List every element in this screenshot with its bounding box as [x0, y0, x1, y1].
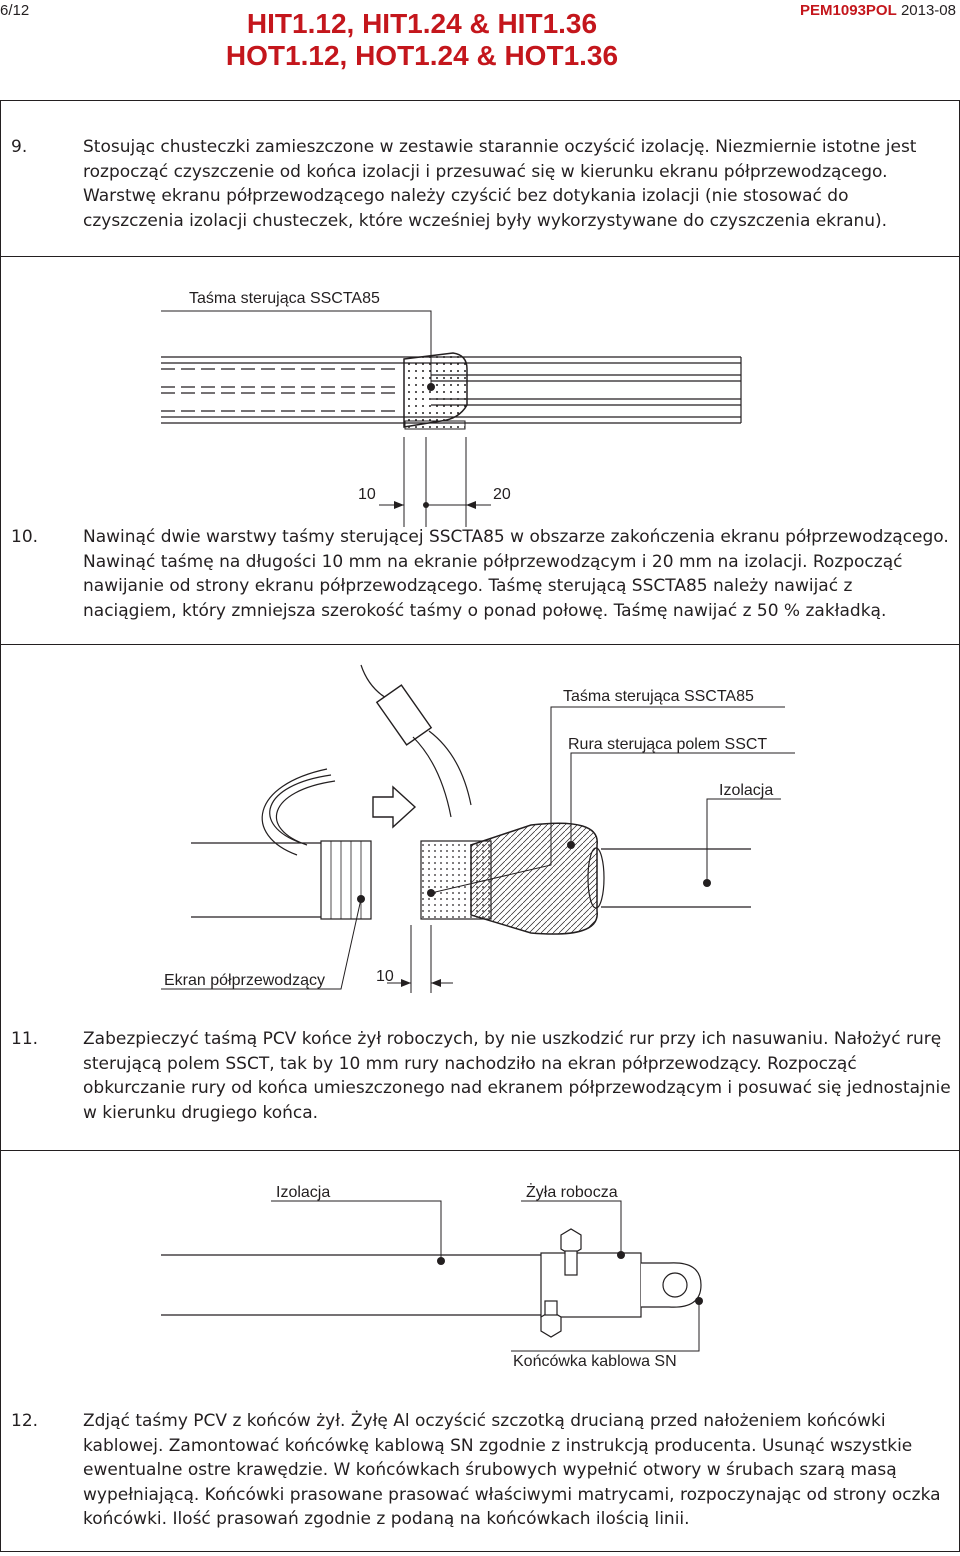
- label-insulation-2: Izolacja: [276, 1184, 330, 1201]
- label-lug: Końcówka kablowa SN: [513, 1353, 677, 1370]
- label-conductor: Żyła robocza: [526, 1182, 618, 1201]
- dim-20: 20: [493, 486, 511, 503]
- step-12-number: 12.: [11, 1411, 39, 1431]
- doc-code: PEM1093POL 2013-08: [800, 2, 956, 19]
- label-screen: Ekran półprzewodzący: [164, 972, 325, 989]
- dim-10: 10: [358, 486, 376, 503]
- step-10-number: 10.: [11, 527, 39, 547]
- step-11-text: Zabezpieczyć taśmą PCV końce żył roboczy…: [83, 1029, 951, 1123]
- step-12-section: Izolacja Żyła robocza Końcówka kablowa S…: [0, 1150, 960, 1552]
- dim-10-b: 10: [376, 968, 394, 985]
- step-10-text: Nawinąć dwie warstwy taśmy sterującej SS…: [83, 527, 949, 621]
- figure-cable-lug: Izolacja Żyła robocza Końcówka kablowa S…: [161, 1182, 703, 1370]
- step-11-number: 11.: [11, 1029, 39, 1049]
- step-10-section: Taśma sterująca SSCTA85 10 20 10. Nawiną…: [0, 256, 960, 646]
- doc-date: 2013-08: [900, 2, 956, 19]
- label-tube: Rura sterująca polem SSCT: [568, 736, 767, 753]
- doc-title-line2: HOT1.12, HOT1.24 & HOT1.36: [225, 40, 619, 71]
- figure-tube-shrink: Taśma sterująca SSCTA85 Rura sterująca p…: [161, 664, 795, 993]
- step-12-text: Zdjąć taśmy PCV z końców żył. Żyłę Al oc…: [83, 1411, 941, 1529]
- doc-title-line1: HIT1.12, HIT1.24 & HIT1.36: [246, 8, 598, 39]
- step-9-text: Stosując chusteczki zamieszczone w zesta…: [83, 137, 917, 231]
- torch-icon: [375, 684, 433, 746]
- step-11-section: Taśma sterująca SSCTA85 Rura sterująca p…: [0, 644, 960, 1152]
- direction-arrow-icon: [372, 785, 417, 829]
- label-insulation: Izolacja: [719, 782, 773, 799]
- ssct-tube: [470, 822, 598, 935]
- step-9-section: 9. Stosując chusteczki zamieszczone w ze…: [0, 100, 960, 258]
- doc-code-id: PEM1093POL: [800, 2, 897, 19]
- tape-winding: [403, 352, 468, 428]
- label-tape-2: Taśma sterująca SSCTA85: [563, 688, 754, 705]
- step-9-number: 9.: [11, 137, 28, 157]
- label-tape: Taśma sterująca SSCTA85: [189, 290, 380, 307]
- figure-tape-winding: Taśma sterująca SSCTA85 10 20: [161, 290, 742, 527]
- page-number: 6/12: [0, 2, 30, 19]
